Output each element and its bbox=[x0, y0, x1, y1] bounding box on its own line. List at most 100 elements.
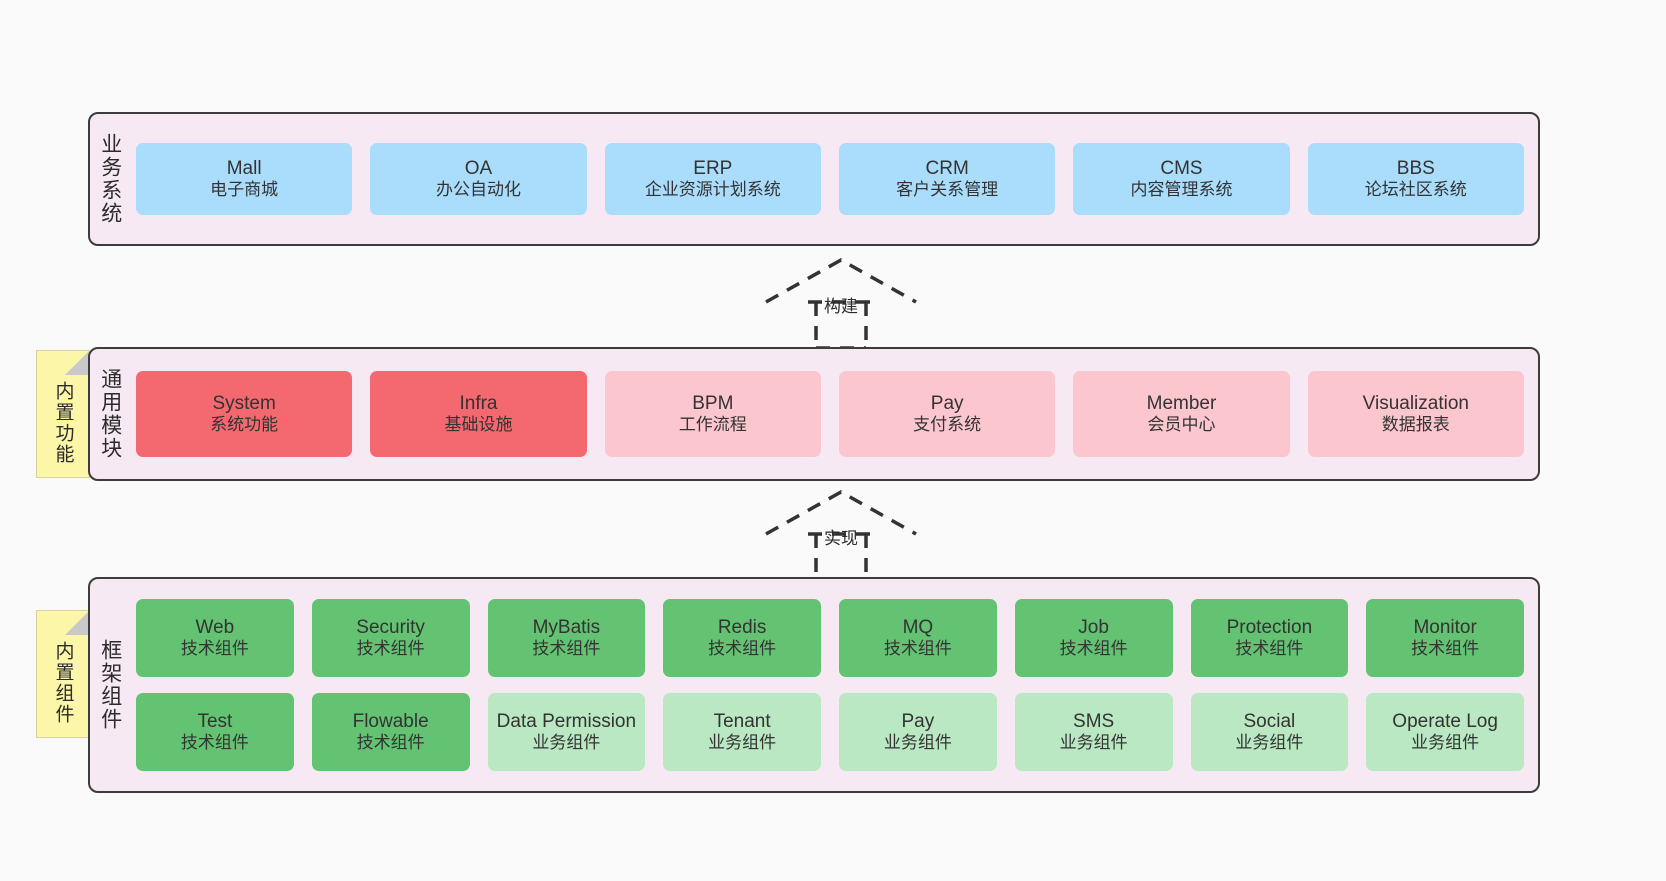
layer-title-module: 通用模块 bbox=[98, 368, 122, 460]
module-card-bbs[interactable]: BBS 论坛社区系统 bbox=[1307, 143, 1524, 215]
card-name: Monitor bbox=[1413, 617, 1477, 639]
card-name: Infra bbox=[459, 393, 498, 415]
module-card-pay-component[interactable]: Pay 业务组件 bbox=[839, 693, 997, 771]
layer-common-module: 通用模块 System 系统功能 Infra 基础设施 BPM 工作流程 Pay… bbox=[88, 347, 1540, 481]
layer-row: Test 技术组件 Flowable 技术组件 Data Permission … bbox=[136, 693, 1524, 771]
card-desc: 技术组件 bbox=[356, 639, 425, 659]
card-name: Protection bbox=[1226, 617, 1313, 639]
card-name: MyBatis bbox=[532, 617, 601, 639]
card-desc: 业务组件 bbox=[532, 733, 601, 753]
module-card-operate-log[interactable]: Operate Log 业务组件 bbox=[1366, 693, 1524, 771]
card-desc: 论坛社区系统 bbox=[1364, 180, 1467, 200]
card-desc: 业务组件 bbox=[1059, 733, 1128, 753]
card-desc: 技术组件 bbox=[883, 639, 952, 659]
card-name: Web bbox=[195, 617, 235, 639]
module-card-job[interactable]: Job 技术组件 bbox=[1014, 599, 1173, 677]
card-desc: 技术组件 bbox=[1411, 639, 1480, 659]
module-card-pay[interactable]: Pay 支付系统 bbox=[838, 371, 1056, 457]
note-builtin-component: 内置组件 bbox=[36, 610, 90, 738]
card-name: Security bbox=[356, 617, 425, 639]
card-name: OA bbox=[464, 158, 493, 180]
module-card-web[interactable]: Web 技术组件 bbox=[136, 599, 294, 677]
card-name: Data Permission bbox=[496, 711, 637, 733]
module-card-member[interactable]: Member 会员中心 bbox=[1073, 371, 1290, 457]
connector-realize: 实现 bbox=[756, 488, 926, 582]
card-desc: 业务组件 bbox=[883, 733, 952, 753]
layer-business-system: 业务系统 Mall 电子商城 OA 办公自动化 ERP 企业资源计划系统 CRM… bbox=[88, 112, 1540, 246]
connector-label-realize: 实现 bbox=[824, 529, 858, 548]
card-desc: 办公自动化 bbox=[435, 180, 521, 200]
card-name: System bbox=[212, 393, 276, 415]
module-card-cms[interactable]: CMS 内容管理系统 bbox=[1073, 143, 1290, 215]
card-name: Job bbox=[1078, 617, 1109, 639]
module-card-test[interactable]: Test 技术组件 bbox=[136, 693, 294, 771]
layer-row: System 系统功能 Infra 基础设施 BPM 工作流程 Pay 支付系统… bbox=[136, 371, 1524, 457]
card-desc: 数据报表 bbox=[1381, 415, 1450, 435]
module-card-tenant[interactable]: Tenant 业务组件 bbox=[663, 693, 821, 771]
layer-title-business: 业务系统 bbox=[98, 133, 122, 225]
module-card-system[interactable]: System 系统功能 bbox=[136, 371, 353, 457]
card-desc: 会员中心 bbox=[1147, 415, 1216, 435]
module-card-mq[interactable]: MQ 技术组件 bbox=[839, 599, 997, 677]
card-name: ERP bbox=[693, 158, 733, 180]
card-desc: 技术组件 bbox=[356, 733, 425, 753]
layer-framework-component: 框架组件 Web 技术组件 Security 技术组件 MyBatis 技术组件… bbox=[88, 577, 1540, 793]
card-desc: 技术组件 bbox=[708, 639, 777, 659]
card-name: Operate Log bbox=[1392, 711, 1498, 733]
connector-label-build: 构建 bbox=[824, 297, 858, 316]
card-desc: 企业资源计划系统 bbox=[644, 180, 781, 200]
module-card-protection[interactable]: Protection 技术组件 bbox=[1190, 599, 1349, 677]
module-card-security[interactable]: Security 技术组件 bbox=[311, 599, 470, 677]
note-builtin-function: 内置功能 bbox=[36, 350, 90, 478]
card-desc: 系统功能 bbox=[210, 415, 279, 435]
module-card-sms[interactable]: SMS 业务组件 bbox=[1014, 693, 1173, 771]
layer-body-business: Mall 电子商城 OA 办公自动化 ERP 企业资源计划系统 CRM 客户关系… bbox=[130, 114, 1538, 244]
module-card-crm[interactable]: CRM 客户关系管理 bbox=[838, 143, 1056, 215]
module-card-infra[interactable]: Infra 基础设施 bbox=[370, 371, 587, 457]
note-label: 内置组件 bbox=[52, 641, 74, 725]
card-desc: 电子商城 bbox=[210, 180, 279, 200]
card-name: BPM bbox=[692, 393, 734, 415]
card-name: Pay bbox=[930, 393, 964, 415]
card-desc: 基础设施 bbox=[444, 415, 513, 435]
card-name: Visualization bbox=[1362, 393, 1469, 415]
card-name: Test bbox=[197, 711, 233, 733]
module-card-social[interactable]: Social 业务组件 bbox=[1190, 693, 1349, 771]
card-name: Tenant bbox=[713, 711, 771, 733]
module-card-erp[interactable]: ERP 企业资源计划系统 bbox=[604, 143, 821, 215]
card-name: CRM bbox=[925, 158, 969, 180]
card-desc: 业务组件 bbox=[708, 733, 777, 753]
card-desc: 业务组件 bbox=[1235, 733, 1304, 753]
module-card-monitor[interactable]: Monitor 技术组件 bbox=[1366, 599, 1524, 677]
card-name: CMS bbox=[1160, 158, 1203, 180]
module-card-data-permission[interactable]: Data Permission 业务组件 bbox=[487, 693, 646, 771]
module-card-flowable[interactable]: Flowable 技术组件 bbox=[311, 693, 470, 771]
module-card-visualization[interactable]: Visualization 数据报表 bbox=[1307, 371, 1524, 457]
module-card-mall[interactable]: Mall 电子商城 bbox=[136, 143, 353, 215]
card-desc: 工作流程 bbox=[678, 415, 747, 435]
card-name: Mall bbox=[226, 158, 262, 180]
module-card-mybatis[interactable]: MyBatis 技术组件 bbox=[487, 599, 646, 677]
card-desc: 技术组件 bbox=[1059, 639, 1128, 659]
note-label: 内置功能 bbox=[52, 381, 74, 465]
card-name: Flowable bbox=[352, 711, 429, 733]
card-desc: 技术组件 bbox=[180, 639, 249, 659]
card-name: Pay bbox=[901, 711, 935, 733]
card-desc: 客户关系管理 bbox=[896, 180, 999, 200]
module-card-redis[interactable]: Redis 技术组件 bbox=[663, 599, 821, 677]
layer-title-frame: 框架组件 bbox=[98, 639, 122, 731]
card-name: BBS bbox=[1396, 158, 1435, 180]
module-card-bpm[interactable]: BPM 工作流程 bbox=[604, 371, 821, 457]
card-desc: 技术组件 bbox=[532, 639, 601, 659]
card-name: SMS bbox=[1073, 711, 1115, 733]
module-card-oa[interactable]: OA 办公自动化 bbox=[370, 143, 587, 215]
card-name: Redis bbox=[717, 617, 767, 639]
card-name: Member bbox=[1146, 393, 1217, 415]
card-desc: 技术组件 bbox=[1235, 639, 1304, 659]
layer-body-frame: Web 技术组件 Security 技术组件 MyBatis 技术组件 Redi… bbox=[130, 579, 1538, 791]
connector-build: 构建 bbox=[756, 256, 926, 350]
layer-row: Web 技术组件 Security 技术组件 MyBatis 技术组件 Redi… bbox=[136, 599, 1524, 677]
layer-row: Mall 电子商城 OA 办公自动化 ERP 企业资源计划系统 CRM 客户关系… bbox=[136, 143, 1524, 215]
card-name: MQ bbox=[902, 617, 934, 639]
